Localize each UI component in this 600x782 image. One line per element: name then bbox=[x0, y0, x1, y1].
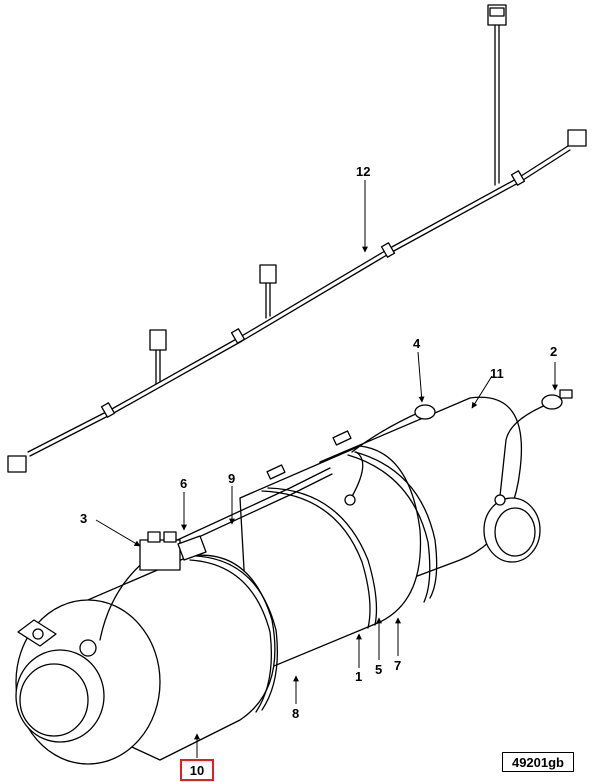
temperature-sensor bbox=[414, 404, 436, 420]
outlet-temperature-sensor bbox=[541, 394, 563, 410]
callout-6: 6 bbox=[180, 476, 187, 491]
callout-3: 3 bbox=[80, 511, 87, 526]
wiring-harness bbox=[7, 4, 587, 473]
callout-8: 8 bbox=[292, 706, 299, 721]
harness-middle-connector bbox=[259, 264, 277, 284]
aftertreatment-housing bbox=[15, 396, 541, 765]
figure-reference-label: 49201gb bbox=[511, 754, 565, 770]
pressure-sensor-module bbox=[139, 539, 181, 571]
harness-right-connector bbox=[567, 129, 587, 147]
figure-reference-code: 49201gb bbox=[502, 752, 574, 772]
callout-10-label: 10 bbox=[189, 762, 205, 778]
callout-4: 4 bbox=[413, 336, 421, 351]
callout-2: 2 bbox=[550, 344, 557, 359]
callout-7: 7 bbox=[394, 658, 401, 673]
callout-12: 12 bbox=[356, 164, 370, 179]
callout-5: 5 bbox=[375, 662, 382, 677]
callout-labels: 12 4 2 11 6 9 3 1 5 7 8 bbox=[80, 164, 557, 721]
callout-10-highlighted: 10 bbox=[180, 759, 214, 781]
harness-left-connector bbox=[149, 329, 167, 351]
callout-11: 11 bbox=[490, 366, 504, 381]
callout-1: 1 bbox=[355, 669, 362, 684]
callout-leaders bbox=[95, 180, 558, 758]
sensor-components bbox=[99, 389, 573, 641]
harness-end-connector bbox=[7, 455, 27, 473]
callout-9: 9 bbox=[228, 471, 235, 486]
